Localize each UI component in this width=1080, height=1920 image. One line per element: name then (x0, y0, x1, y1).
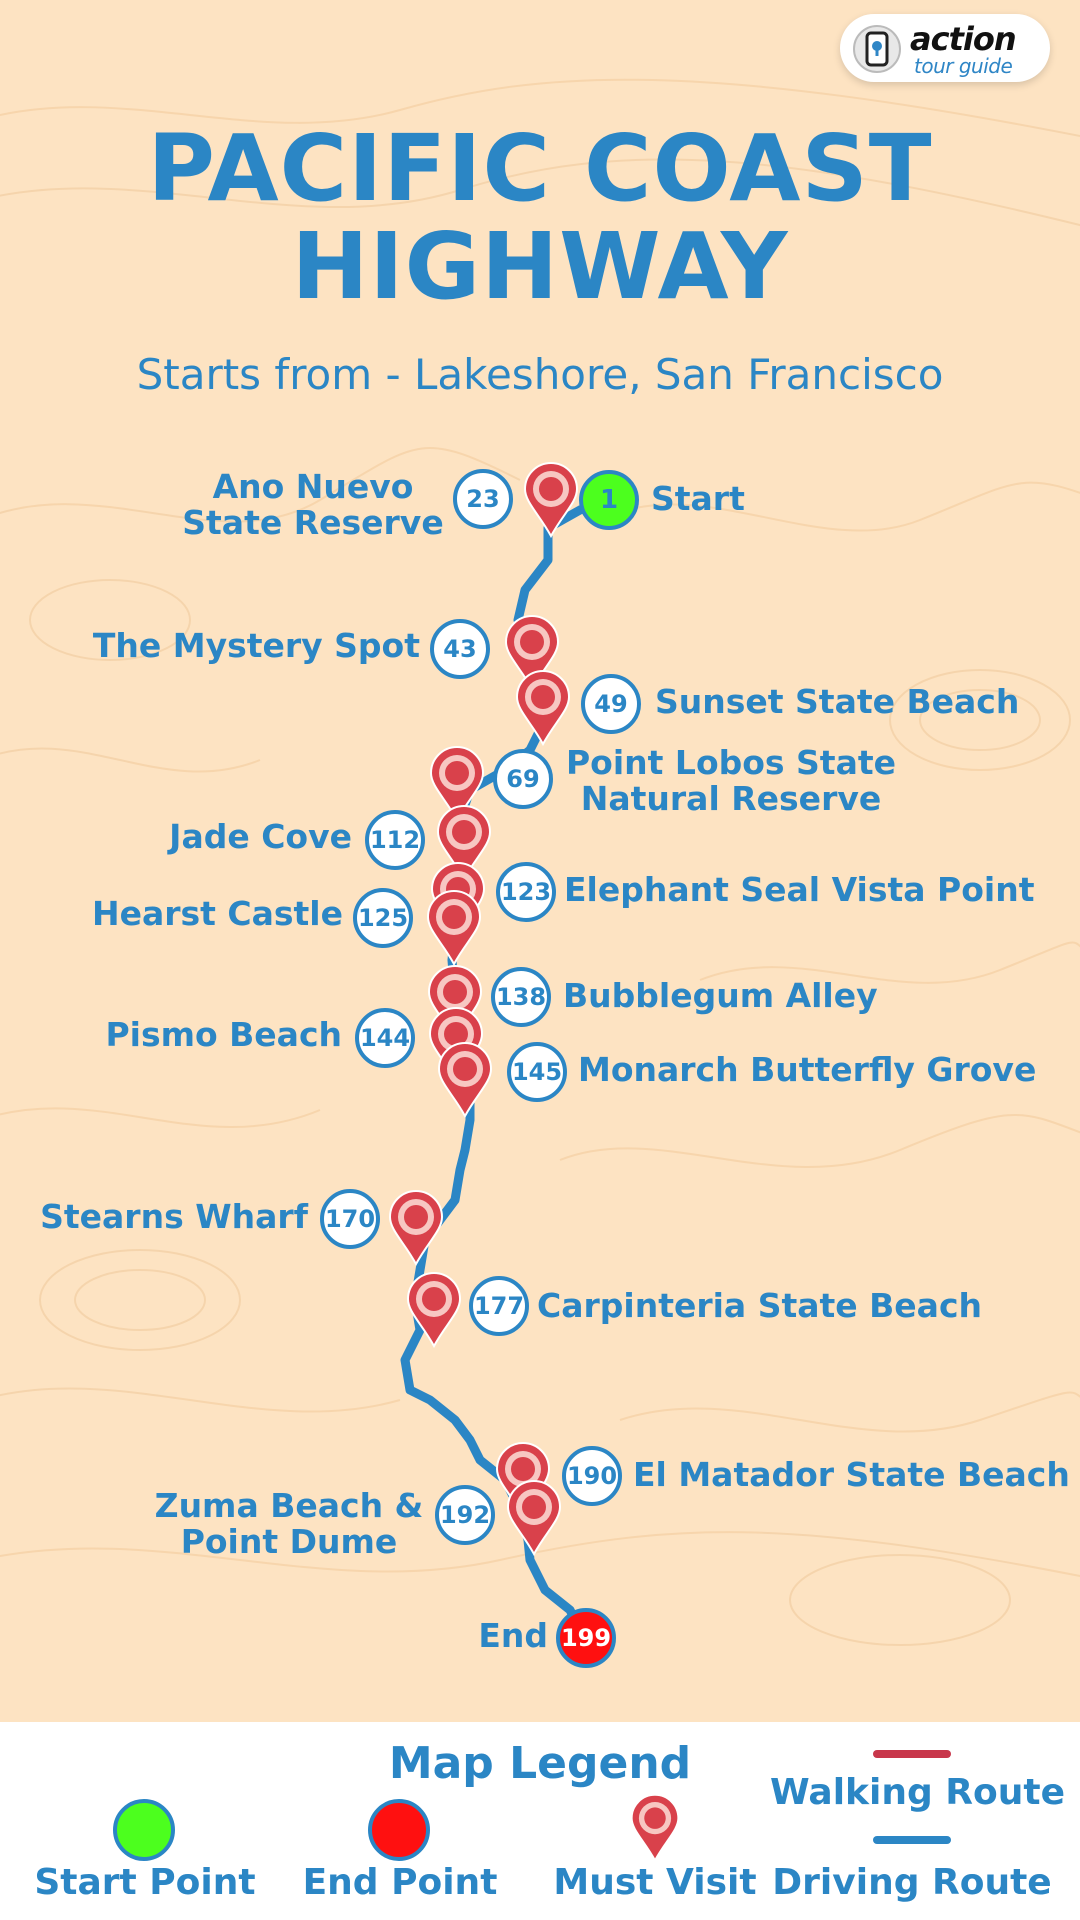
start-point-legend-icon (113, 1799, 175, 1861)
legend-must-visit-label: Must Visit (553, 1862, 757, 1903)
stop-label: El Matador State Beach (633, 1455, 1070, 1494)
stop-label: Carpinteria State Beach (537, 1286, 983, 1325)
map-legend: Map Legend Start Point End Point Must Vi… (0, 1722, 1080, 1920)
stop-label: Jade Cove (169, 817, 352, 856)
stop-number-badge[interactable]: 190 (562, 1446, 622, 1506)
action-tour-guide-logo[interactable]: action tour guide (840, 14, 1050, 82)
title-line-2: HIGHWAY (291, 213, 789, 320)
must-visit-legend-pin-icon (630, 1794, 680, 1862)
stop-number-badge[interactable]: 144 (355, 1008, 415, 1068)
stop-label: Elephant Seal Vista Point (564, 870, 1035, 909)
page-title: PACIFIC COAST HIGHWAY (0, 120, 1080, 316)
must-visit-pin-icon[interactable] (424, 890, 484, 966)
stop-number-badge[interactable]: 112 (365, 810, 425, 870)
start-point-marker[interactable]: 1 (579, 470, 639, 530)
stop-number-badge[interactable]: 177 (469, 1276, 529, 1336)
stop-label-line1: Point Lobos State (565, 743, 897, 782)
stop-label-line2: Natural Reserve (580, 779, 882, 818)
title-line-1: PACIFIC COAST (147, 115, 933, 222)
must-visit-pin-icon[interactable] (502, 615, 562, 691)
stop-label: Stearns Wharf (40, 1197, 308, 1236)
stop-number-badge[interactable]: 125 (353, 888, 413, 948)
legend-start-point-label: Start Point (34, 1862, 256, 1903)
must-visit-pin-icon[interactable] (404, 1272, 464, 1348)
start-label: Start (651, 479, 745, 518)
stop-number-badge[interactable]: 23 (453, 469, 513, 529)
logo-word-tour-guide: tour guide (914, 54, 1013, 78)
stop-label: Point Lobos State Natural Reserve (561, 745, 901, 817)
stop-label-line1: Ano Nuevo (212, 467, 414, 506)
end-point-marker[interactable]: 199 (556, 1608, 616, 1668)
stop-number-badge[interactable]: 170 (320, 1189, 380, 1249)
must-visit-pin-icon[interactable] (493, 1442, 553, 1518)
legend-driving-route-label: Driving Route (772, 1862, 1052, 1903)
stop-label: Zuma Beach & Point Dume (136, 1488, 442, 1560)
driving-route-legend-line (873, 1836, 951, 1844)
logo-word-action: action (910, 20, 1017, 58)
stop-label-line1: Zuma Beach & (154, 1486, 424, 1525)
stop-label: Hearst Castle (91, 894, 343, 933)
must-visit-pin-icon[interactable] (434, 805, 494, 881)
stop-label: Monarch Butterfly Grove (578, 1050, 1037, 1089)
must-visit-pin-icon[interactable] (425, 965, 485, 1041)
stop-label-line2: Point Dume (180, 1522, 398, 1561)
must-visit-pin-icon[interactable] (521, 462, 581, 538)
stop-label: The Mystery Spot (92, 626, 420, 665)
end-label: End (478, 1616, 548, 1655)
stop-number-badge[interactable]: 43 (430, 619, 490, 679)
stop-number-badge[interactable]: 192 (435, 1485, 495, 1545)
stop-number-badge[interactable]: 69 (493, 749, 553, 809)
legend-walking-route-label: Walking Route (770, 1772, 1065, 1813)
stop-number-badge[interactable]: 49 (581, 674, 641, 734)
stop-label: Pismo Beach (105, 1015, 342, 1054)
stop-label: Bubblegum Alley (563, 976, 878, 1015)
legend-end-point-label: End Point (302, 1862, 498, 1903)
must-visit-pin-icon[interactable] (513, 670, 573, 746)
page-subtitle: Starts from - Lakeshore, San Francisco (136, 350, 944, 399)
stop-number-badge[interactable]: 138 (491, 967, 551, 1027)
end-point-legend-icon (368, 1799, 430, 1861)
legend-title: Map Legend (388, 1738, 692, 1789)
must-visit-pin-icon[interactable] (427, 746, 487, 822)
stop-number-badge[interactable]: 145 (507, 1042, 567, 1102)
walking-route-legend-line (873, 1750, 951, 1758)
stop-label-line2: State Reserve (182, 503, 444, 542)
stop-label: Sunset State Beach (655, 682, 1020, 721)
topographic-background (0, 78, 1080, 1646)
must-visit-pin-icon[interactable] (504, 1480, 564, 1556)
stop-number-badge[interactable]: 123 (496, 862, 556, 922)
stop-label: Ano Nuevo State Reserve (168, 469, 458, 541)
must-visit-pin-icon[interactable] (435, 1042, 495, 1118)
must-visit-pin-icon[interactable] (386, 1190, 446, 1266)
phone-pin-icon (853, 25, 901, 73)
map-area[interactable]: action tour guide PACIFIC COAST HIGHWAY … (0, 0, 1080, 1722)
